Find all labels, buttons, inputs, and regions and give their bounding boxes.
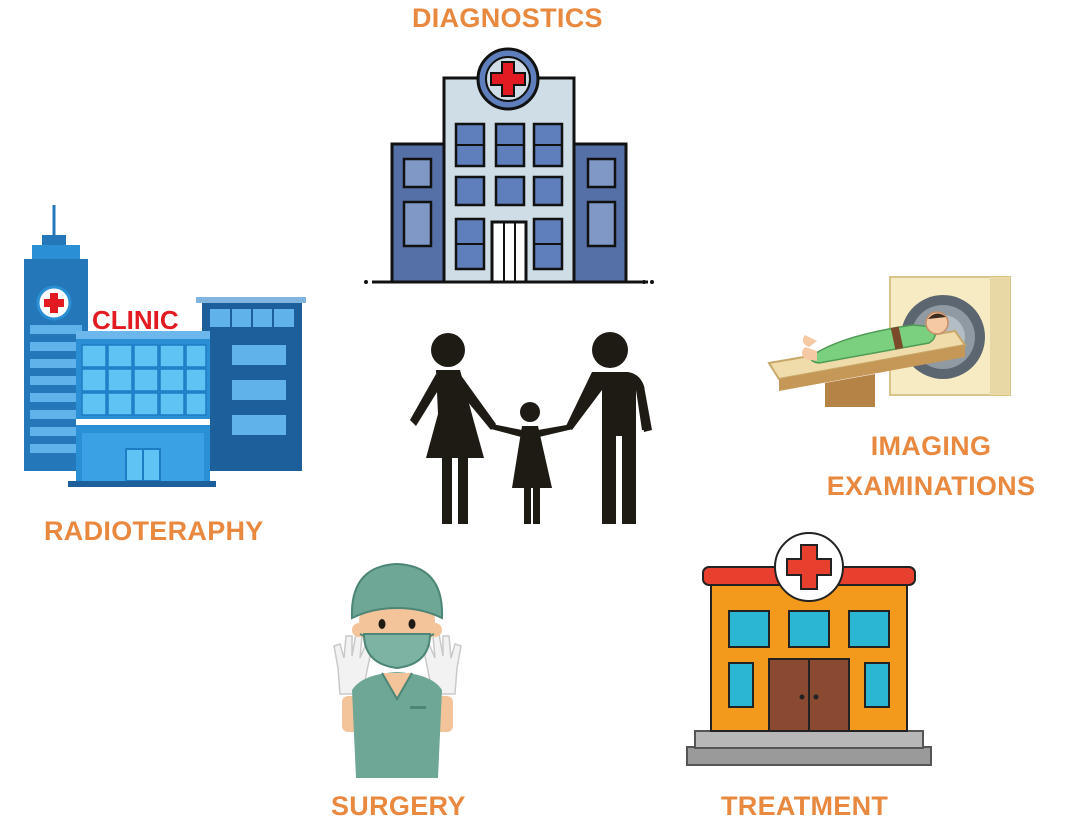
clinic-sign-text: CLINIC — [92, 305, 179, 335]
mri-scanner-icon — [767, 276, 1011, 407]
treatment-building-icon — [686, 532, 932, 766]
family-silhouette-icon — [410, 332, 652, 524]
imaging-label-line1: IMAGING — [870, 431, 992, 461]
radioterapy-label: RADIOTERAPHY — [44, 516, 264, 546]
diagnostics-label: DIAGNOSTICS — [412, 3, 603, 33]
diagnostics-hospital-icon — [364, 47, 654, 284]
imaging-examinations-label: IMAGING EXAMINATIONS — [818, 430, 1044, 502]
surgery-label: SURGERY — [331, 791, 466, 821]
treatment-label: TREATMENT — [721, 791, 889, 821]
clinic-building-icon: CLINIC — [24, 205, 306, 487]
surgeon-icon — [333, 562, 462, 778]
imaging-label-line2: EXAMINATIONS — [826, 471, 1036, 501]
